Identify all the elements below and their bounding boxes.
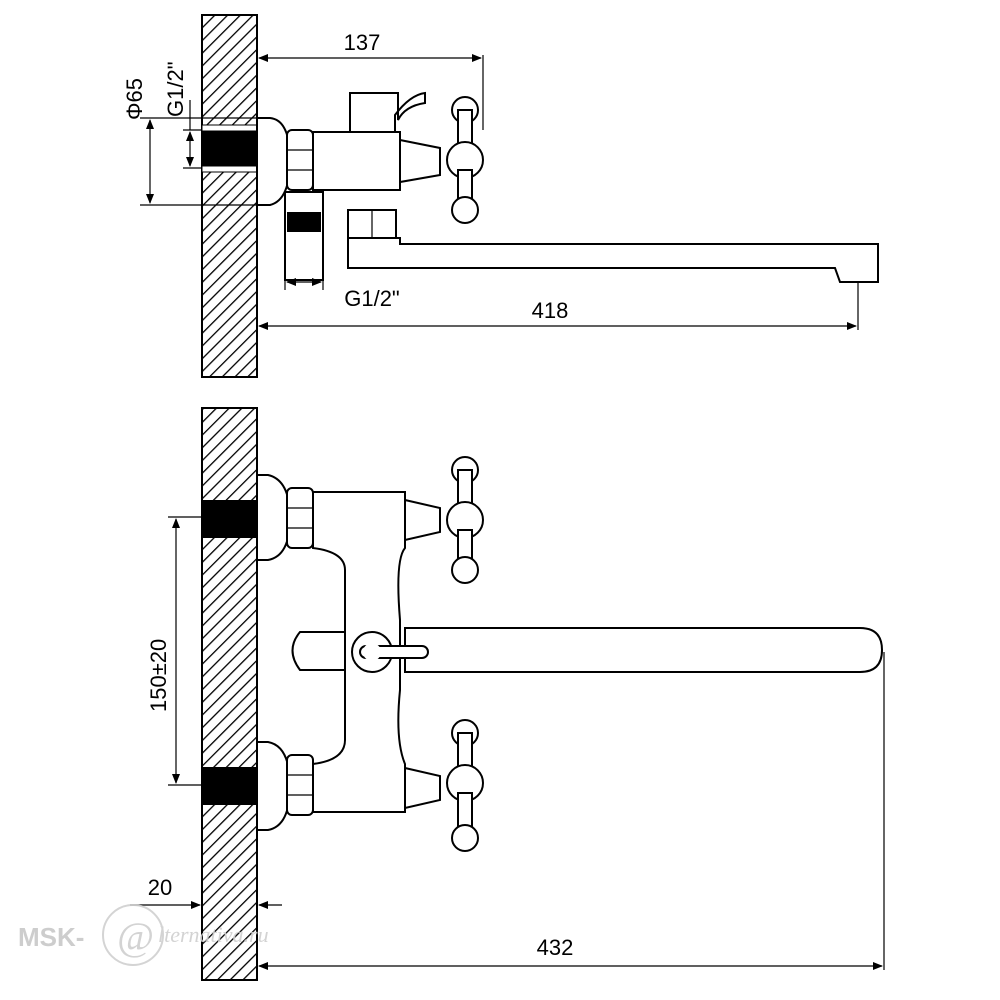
hex-nut-upper — [286, 487, 314, 549]
dim-20-label: 20 — [148, 875, 172, 900]
valve-neck-upper — [404, 498, 441, 542]
wall-socket-lower — [202, 767, 257, 805]
valve-neck-top — [399, 138, 441, 184]
diverter-lever-front — [351, 631, 429, 673]
cross-handle-lower — [446, 719, 484, 852]
watermark-site: lternativa.ru — [158, 922, 269, 947]
dim-phi65-label: Φ65 — [122, 78, 147, 120]
dim-g12-bottom-label: G1/2ʺ — [344, 286, 400, 311]
wall-socket-band-bottom — [201, 165, 258, 173]
spout-front — [404, 627, 884, 673]
escutcheon-lower — [256, 741, 292, 831]
escutcheon-upper — [256, 474, 292, 561]
hex-nut-top — [286, 129, 314, 191]
diverter-lever-top — [349, 91, 426, 133]
wall-socket-upper — [202, 500, 257, 538]
wall-hatch-bottom — [201, 407, 258, 981]
watermark: MSK- @ lternativa.ru — [18, 904, 269, 966]
valve-neck-lower — [404, 766, 441, 810]
dim-150-label: 150±20 — [146, 639, 171, 712]
dim-g12-left-label: G1/2ʺ — [163, 61, 188, 117]
cross-handle-top — [446, 96, 484, 224]
dim-137-label: 137 — [344, 30, 381, 55]
hex-nut-lower — [286, 754, 314, 816]
connector-top — [284, 191, 324, 281]
bottom-view: 150±20 20 432 — [130, 407, 885, 981]
wall-socket-top — [202, 130, 257, 168]
cross-handle-upper — [446, 456, 484, 584]
top-view: 137 Φ65 G1/2ʺ G1/2ʺ 418 — [122, 14, 879, 378]
dim-418-label: 418 — [532, 298, 569, 323]
wall-socket-band-top — [201, 124, 258, 132]
watermark-brand: MSK- — [18, 922, 84, 952]
diverter-knob — [291, 631, 346, 671]
spout-top — [347, 237, 879, 283]
wall-hatch-top — [201, 14, 258, 378]
valve-body-top — [312, 131, 401, 191]
connector-thread-top — [287, 212, 321, 232]
dim-432-label: 432 — [537, 935, 574, 960]
watermark-at-circle — [102, 904, 164, 966]
watermark-at-sign: @ — [117, 914, 154, 959]
